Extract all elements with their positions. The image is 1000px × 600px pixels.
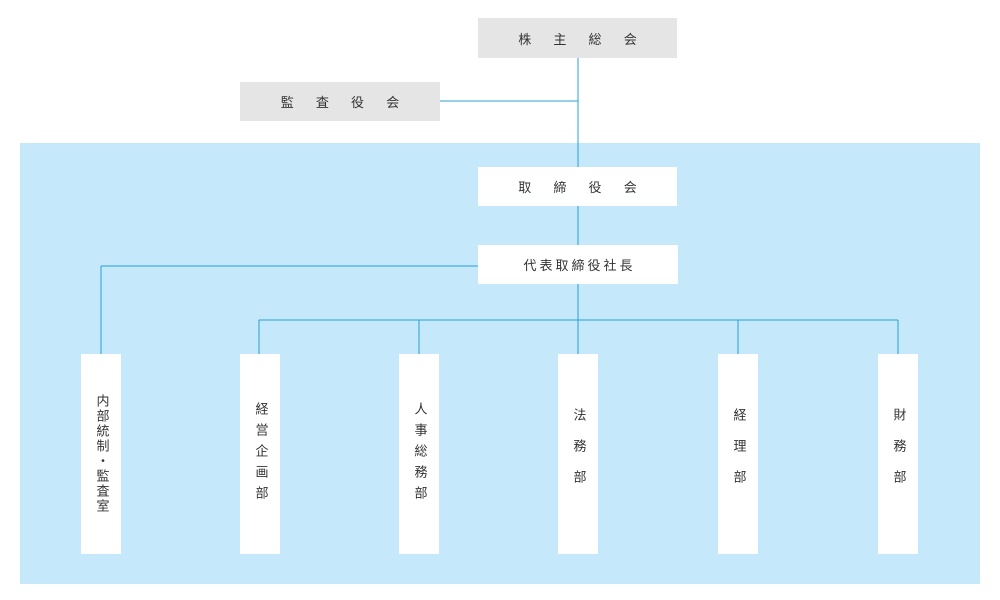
shareholders-meeting-box: 株 主 総 会: [478, 18, 677, 58]
president-label: 代表取締役社長: [523, 259, 636, 274]
department-box-corporate-planning: 経営企画部: [240, 354, 280, 554]
shareholders-meeting-label: 株 主 総 会: [518, 32, 646, 48]
governance-panel: [20, 143, 980, 584]
audit-board-label: 監 査 役 会: [280, 96, 409, 111]
board-of-directors-label: 取 締 役 会: [518, 181, 646, 196]
department-box-hr-general-affairs: 人事総務部: [399, 354, 439, 554]
president-box: 代表取締役社長: [478, 245, 678, 284]
department-box-internal-audit: 内部統制・監査室: [81, 354, 121, 554]
department-box-legal: 法務部: [558, 354, 598, 554]
department-label: 経理部: [730, 407, 746, 501]
department-box-finance: 財務部: [878, 354, 918, 554]
department-label: 法務部: [570, 407, 586, 501]
department-label: 財務部: [890, 407, 906, 501]
board-of-directors-box: 取 締 役 会: [478, 167, 677, 206]
department-label: 内部統制・監査室: [93, 394, 109, 514]
department-box-accounting: 経理部: [718, 354, 758, 554]
audit-board-box: 監 査 役 会: [240, 82, 440, 121]
department-label: 人事総務部: [411, 401, 427, 507]
department-label: 経営企画部: [252, 401, 268, 507]
